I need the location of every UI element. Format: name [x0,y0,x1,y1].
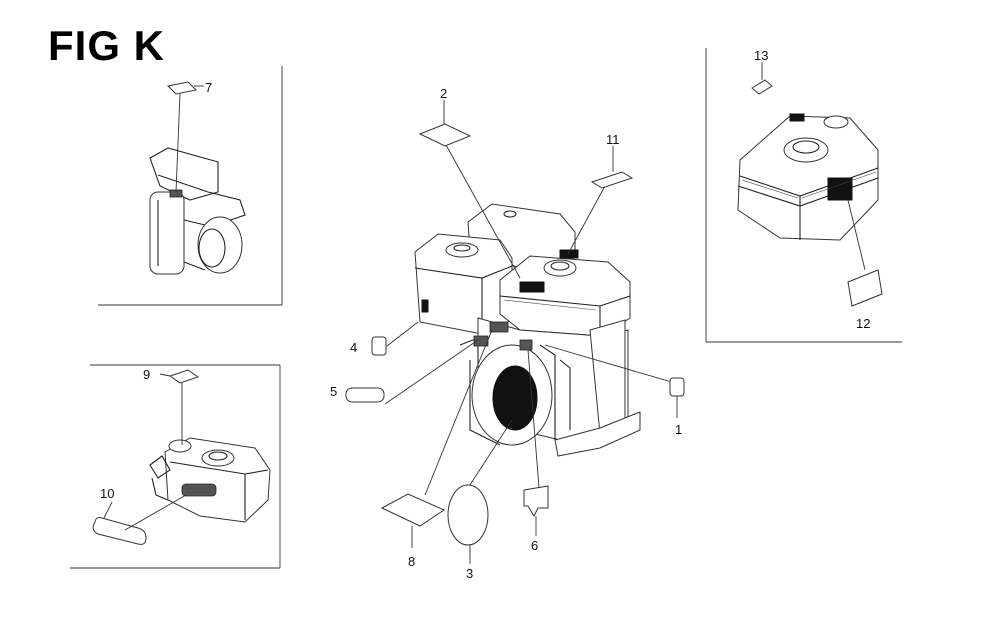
figure-title: FIG K [48,22,165,69]
callout-11: 11 [606,132,620,147]
callout-12: 12 [856,316,870,331]
fuel-tank-right-view [737,113,879,241]
callout-8: 8 [408,554,415,569]
decal-2 [418,100,472,147]
inset-frame-bottom-left [70,364,281,569]
decal-13 [751,62,773,95]
decal-11 [590,146,634,189]
fuel-tank-bottom-view [149,437,271,523]
leader-lines [384,144,676,501]
engine-main-view [414,203,641,457]
decal-4 [371,336,387,356]
callout-13: 13 [754,48,768,63]
air-cleaner-side-view [149,147,246,275]
callout-10: 10 [100,486,114,501]
callout-4: 4 [350,340,357,355]
decal-8 [380,493,446,548]
decal-10 [92,494,187,545]
decal-6 [523,485,549,536]
callout-7: 7 [205,80,212,95]
callout-2: 2 [440,86,447,101]
callout-6: 6 [531,538,538,553]
inset-frame-top-left [98,66,283,306]
decal-12 [847,199,883,307]
callout-1: 1 [675,422,682,437]
decal-5 [345,387,385,403]
decal-9 [159,369,200,445]
decal-7 [166,81,204,193]
callout-5: 5 [330,384,337,399]
callout-9: 9 [143,367,150,382]
callout-3: 3 [466,566,473,581]
inset-frame-right [705,48,902,343]
decal-1 [669,377,685,418]
decal-3 [447,484,489,564]
